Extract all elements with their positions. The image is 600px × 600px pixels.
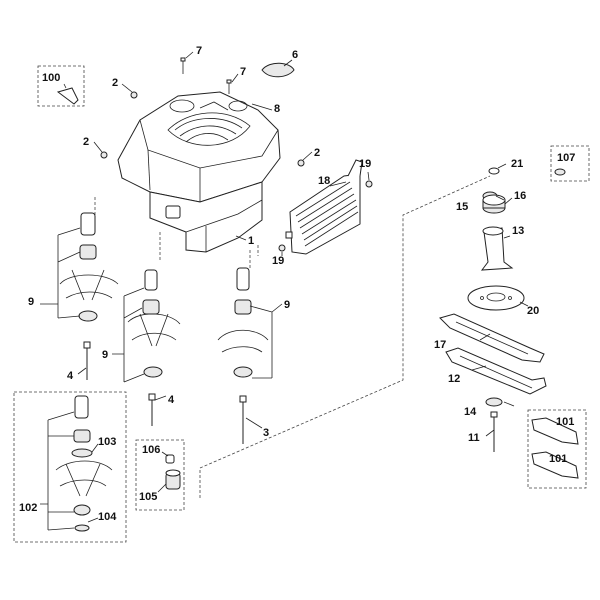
callout-7b: 7 (240, 66, 246, 78)
nut-2c-part (297, 159, 305, 167)
part-106-icon (165, 454, 175, 464)
callout-107: 107 (557, 152, 575, 164)
callout-9a: 9 (28, 296, 34, 308)
callout-4b: 4 (168, 394, 175, 406)
part-16-icon (482, 194, 506, 214)
washer-14-part (485, 397, 503, 407)
callout-100: 100 (42, 72, 60, 84)
callout-14: 14 (464, 406, 477, 418)
engine-block-part (149, 181, 263, 253)
callout-102: 102 (19, 502, 37, 514)
part-107-icon (554, 168, 566, 176)
bolt-3-part (239, 395, 247, 444)
screw-7b-part (226, 79, 232, 94)
group-box-102 (13, 391, 127, 543)
callout-8: 8 (274, 103, 280, 115)
blade-101a-part (531, 417, 579, 445)
callout-12: 12 (448, 373, 460, 385)
callout-7a: 7 (196, 45, 202, 57)
callout-21: 21 (511, 158, 523, 170)
bolt-4a-part (83, 341, 91, 380)
callout-17: 17 (434, 339, 446, 351)
nut-2b-part (100, 151, 108, 159)
callout-104: 104 (98, 511, 117, 523)
stud-kit-102-part (55, 395, 113, 532)
callout-103: 103 (98, 436, 116, 448)
part-21-icon (488, 167, 500, 175)
callout-16: 16 (514, 190, 526, 202)
bolt-19a-part (365, 180, 373, 188)
callout-18: 18 (318, 175, 330, 187)
group-box-107 (550, 145, 590, 182)
bolt-4b-part (148, 393, 156, 426)
bolt-11-part (490, 411, 498, 452)
disc-20-part (467, 285, 525, 311)
callout-9b: 9 (102, 349, 108, 361)
nut-2a-part (130, 91, 138, 99)
callout-15: 15 (456, 201, 468, 213)
blade-12-part (445, 347, 547, 395)
callout-9c: 9 (284, 299, 290, 311)
part-105-icon (165, 469, 181, 490)
assembly-guide-line (199, 175, 491, 498)
blade-101b-part (531, 451, 579, 479)
callout-2c: 2 (314, 147, 320, 159)
group-box-105 (135, 439, 185, 511)
callout-4a: 4 (67, 370, 74, 382)
part-100-icon (56, 83, 79, 105)
screw-7a-part (180, 57, 186, 74)
callout-105: 105 (139, 491, 157, 503)
callout-1: 1 (248, 235, 254, 247)
stud-assembly-right-part (217, 267, 269, 378)
group-box-101 (527, 409, 587, 489)
air-filter-housing-part (285, 159, 363, 255)
callout-3: 3 (263, 427, 269, 439)
cap-6-part (261, 62, 295, 78)
blade-17-part (439, 313, 545, 363)
callout-19a: 19 (359, 158, 371, 170)
engine-cover-part (117, 91, 281, 203)
callout-11: 11 (468, 432, 480, 444)
bolt-19b-part (278, 244, 286, 252)
callout-101b: 101 (549, 453, 567, 465)
stud-assembly-left-part (59, 212, 119, 322)
callout-2a: 2 (112, 77, 118, 89)
callout-13: 13 (512, 225, 524, 237)
callout-20: 20 (527, 305, 539, 317)
group-box-100 (37, 65, 85, 107)
blade-adapter-13-part (480, 226, 514, 271)
callout-106: 106 (142, 444, 160, 456)
callout-2b: 2 (83, 136, 89, 148)
callout-101a: 101 (556, 416, 574, 428)
callout-19b: 19 (272, 255, 284, 267)
callout-6: 6 (292, 49, 298, 61)
stud-assembly-center-part (127, 269, 181, 378)
